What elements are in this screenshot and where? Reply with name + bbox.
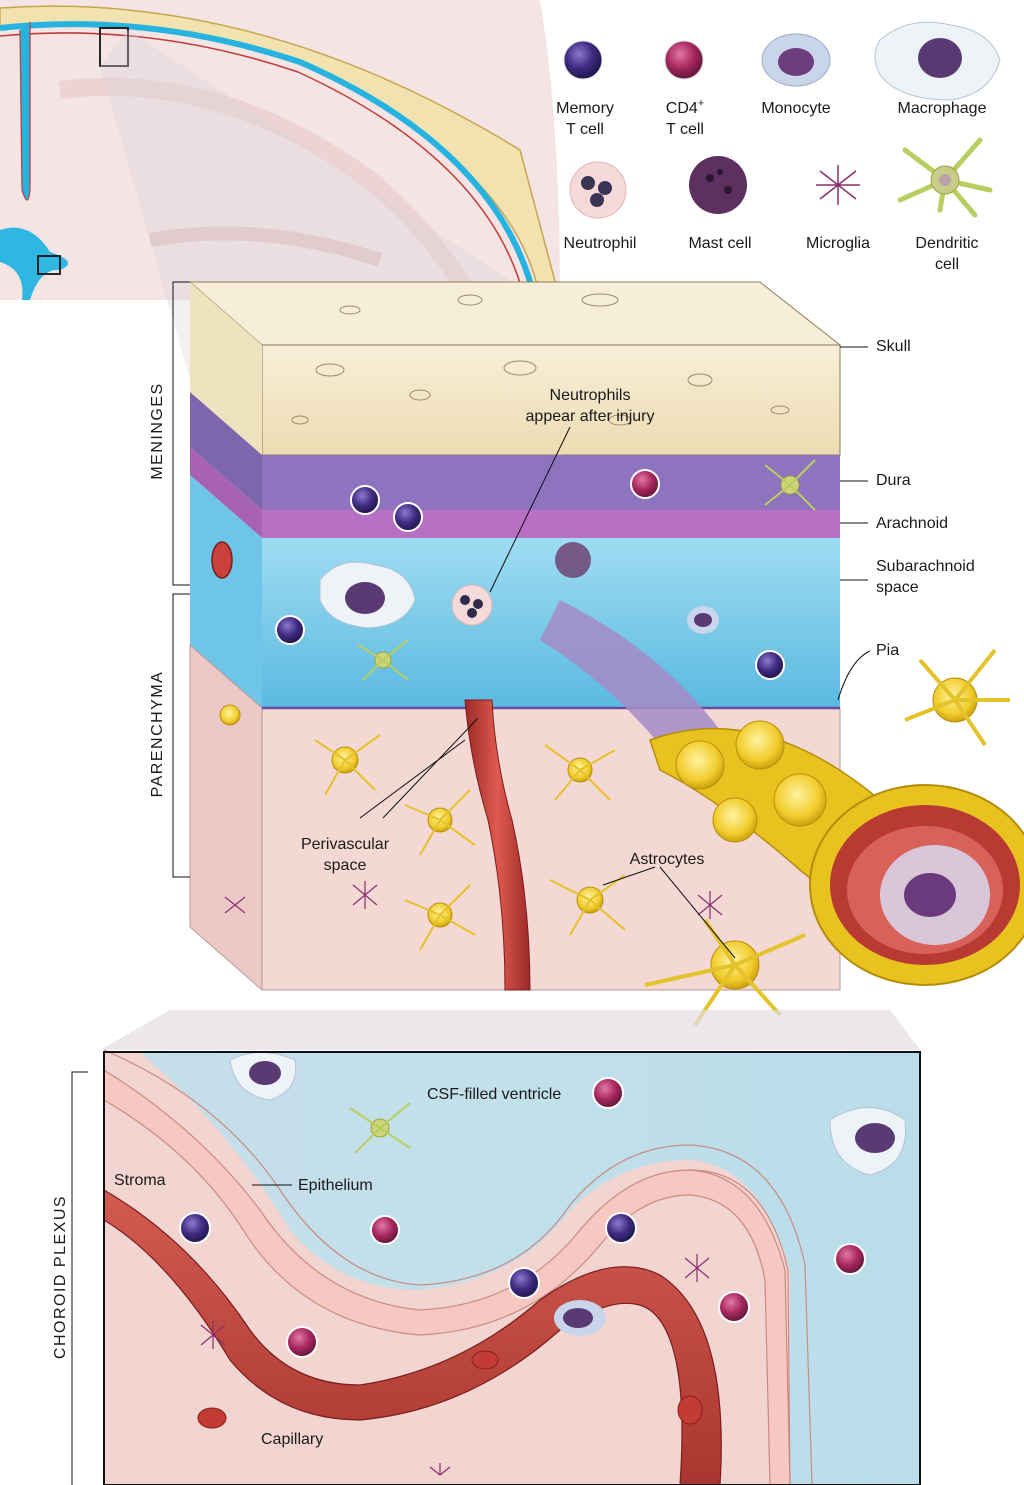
mast-cell-icon <box>689 156 747 214</box>
choroid-plexus-panel <box>104 1050 920 1485</box>
legend-macrophage-label: Macrophage <box>886 98 998 119</box>
cd4-text: CD4 <box>666 100 698 117</box>
meninges-region-label: MENINGES <box>149 376 167 486</box>
macrophage-icon <box>875 22 1000 100</box>
legend-memory-t-cell-label: Memory T cell <box>540 98 630 140</box>
parenchyma-region-label: PARENCHYMA <box>149 664 167 804</box>
cd4-t-cell-icon <box>665 41 703 79</box>
microglia-icon <box>816 165 860 205</box>
epithelium-label: Epithelium <box>298 1175 373 1196</box>
legend-neutrophil-label: Neutrophil <box>550 233 650 254</box>
neutrophil-icon <box>570 162 626 218</box>
skull-label: Skull <box>876 336 911 357</box>
csf-filled-ventricle-label: CSF-filled ventricle <box>427 1084 561 1105</box>
cd4-line2: T cell <box>645 119 725 140</box>
subarachnoid-space-label: Subarachnoid space <box>876 556 975 598</box>
cd4-superscript: + <box>698 98 704 110</box>
legend-cd4-t-cell-label: CD4+ T cell <box>645 98 725 140</box>
stroma-label: Stroma <box>114 1170 166 1191</box>
pia-label: Pia <box>876 640 899 661</box>
monocyte-icon <box>762 34 830 86</box>
dura-label: Dura <box>876 470 911 491</box>
capillary-label: Capillary <box>261 1429 323 1450</box>
legend-monocyte-label: Monocyte <box>746 98 846 119</box>
dendritic-cell-icon <box>900 140 990 215</box>
perivascular-space-label: Perivascular space <box>285 834 405 876</box>
legend-microglia-label: Microglia <box>788 233 888 254</box>
legend-mast-cell-label: Mast cell <box>670 233 770 254</box>
astrocytes-label: Astrocytes <box>612 849 722 870</box>
neutrophils-note-label: Neutrophils appear after injury <box>505 385 675 427</box>
memory-t-cell-icon <box>564 41 602 79</box>
choroid-plexus-region-label: CHOROID PLEXUS <box>52 1182 70 1372</box>
arachnoid-label: Arachnoid <box>876 513 948 534</box>
legend-dendritic-cell-label: Dendritic cell <box>897 233 997 275</box>
